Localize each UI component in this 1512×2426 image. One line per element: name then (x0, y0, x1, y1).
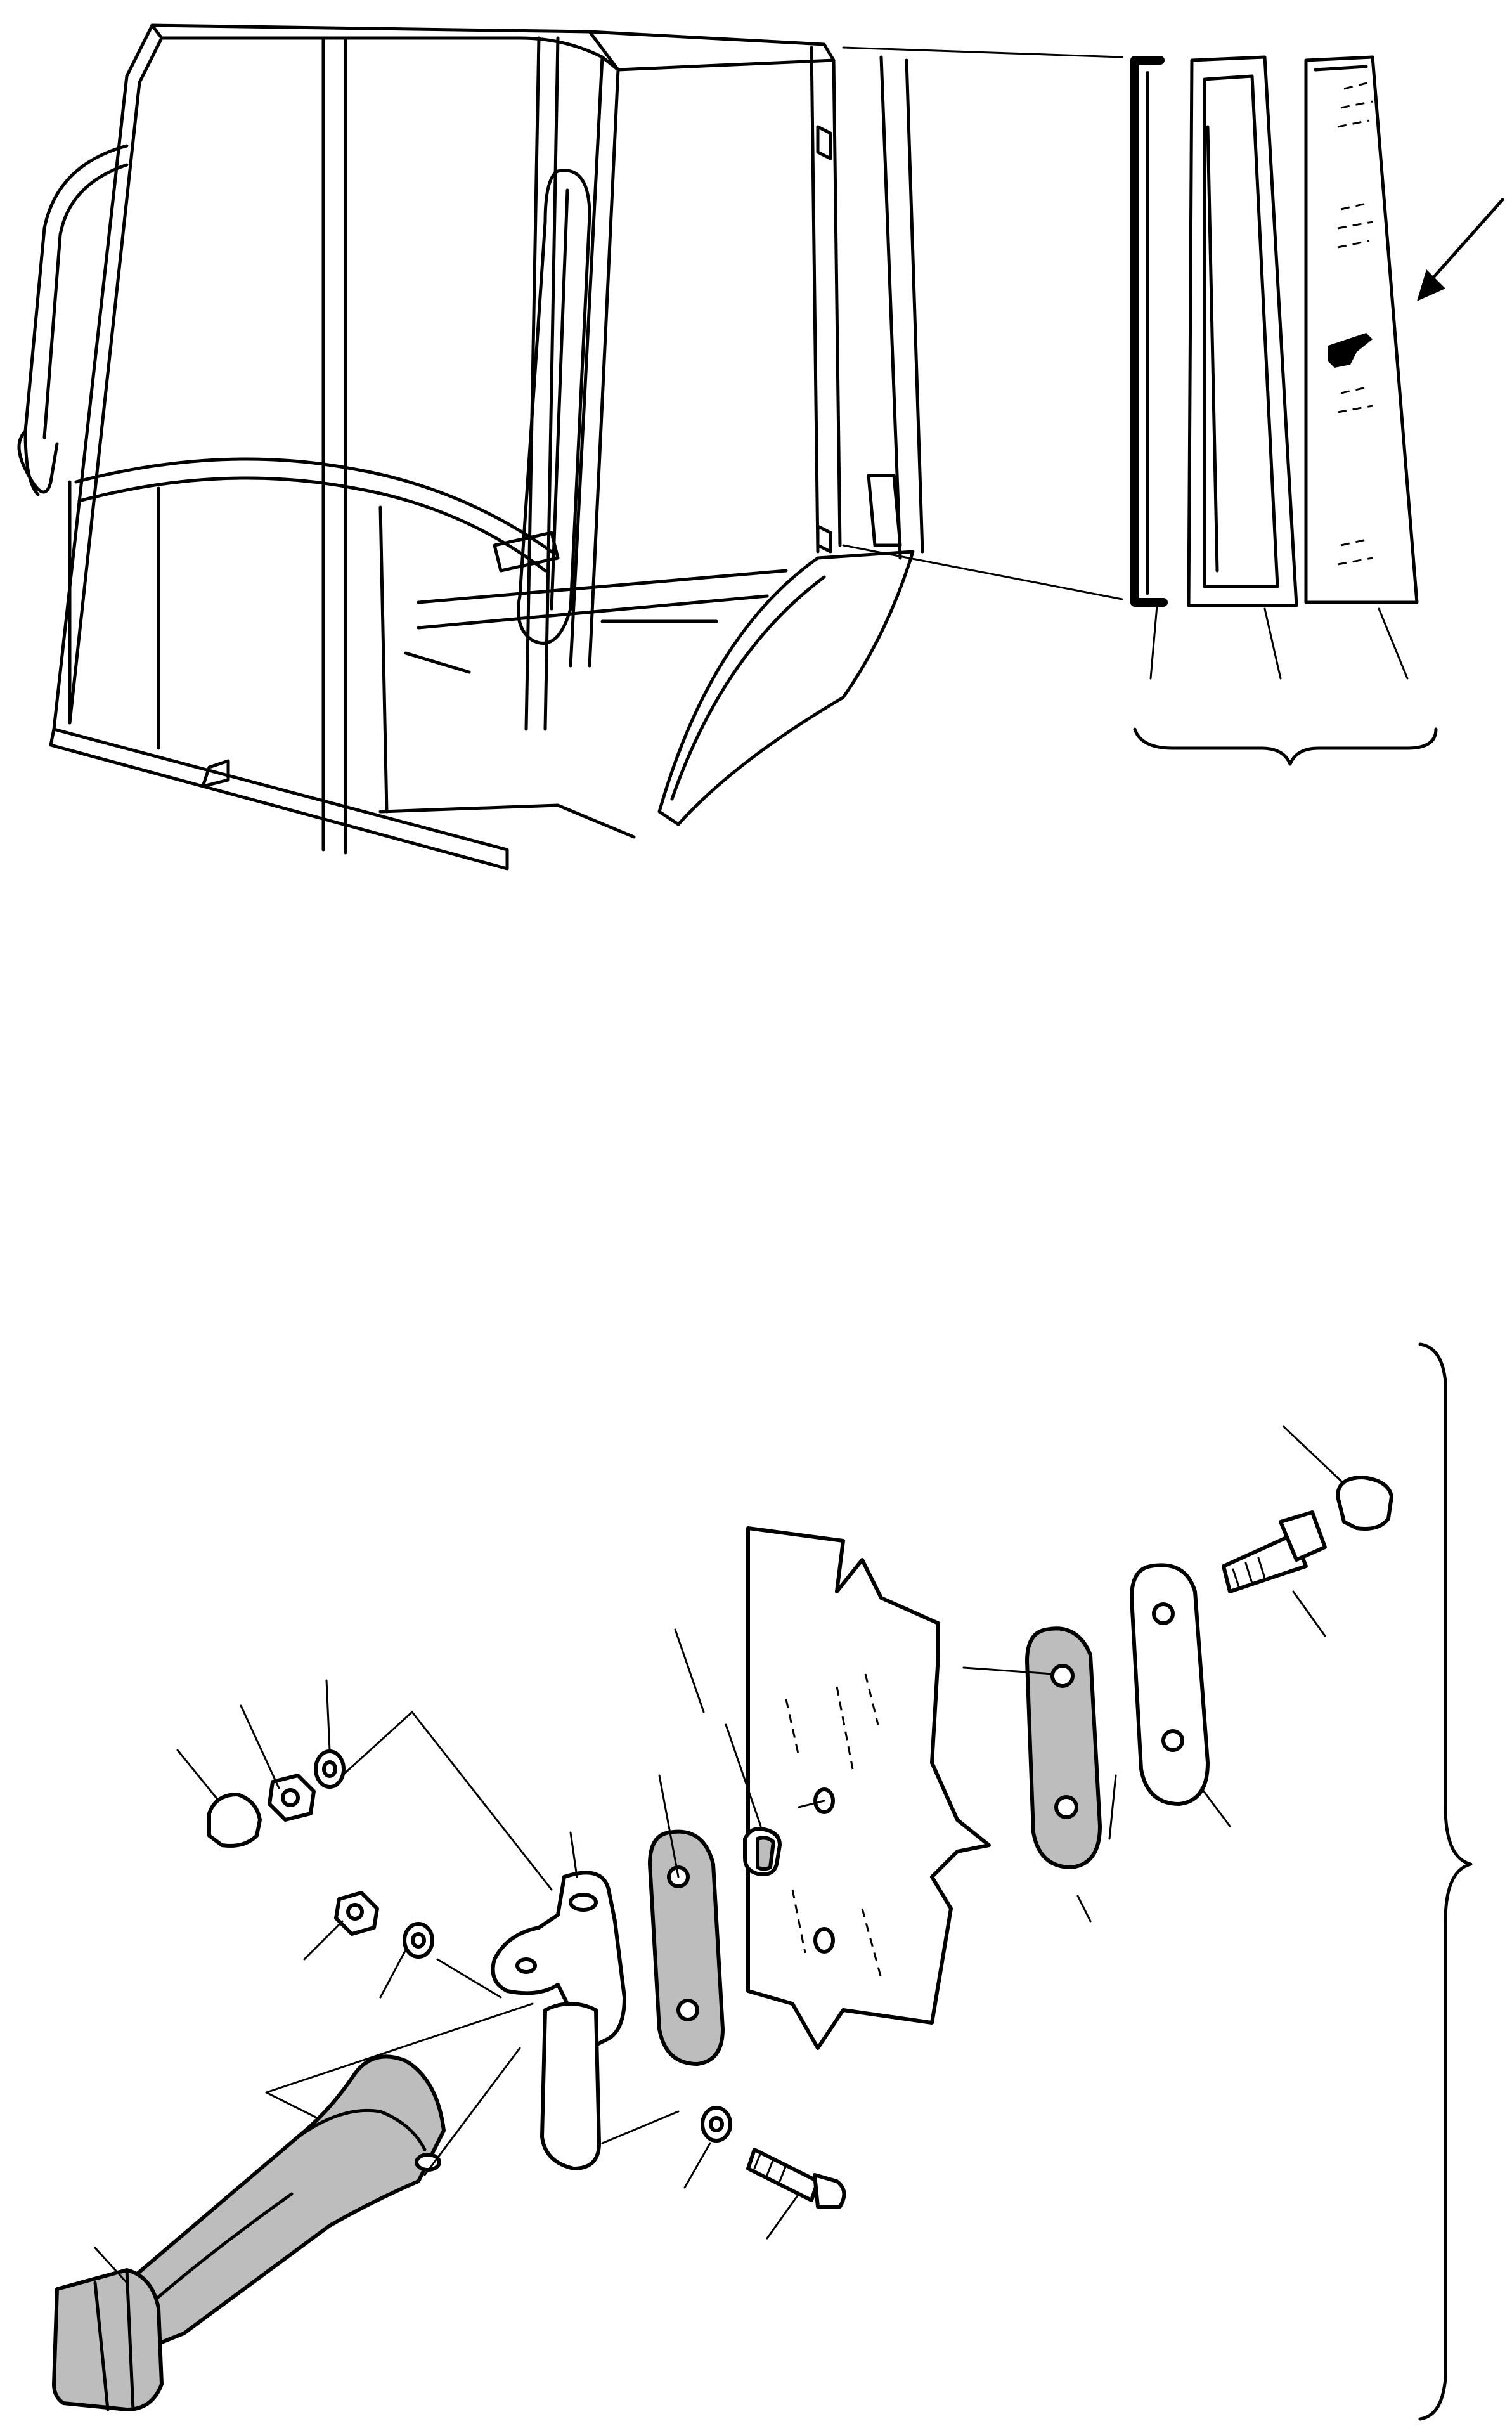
side-glass-exploded (1130, 55, 1504, 766)
cab-frame (17, 23, 1123, 871)
hinge-assembly (52, 1342, 1473, 2421)
